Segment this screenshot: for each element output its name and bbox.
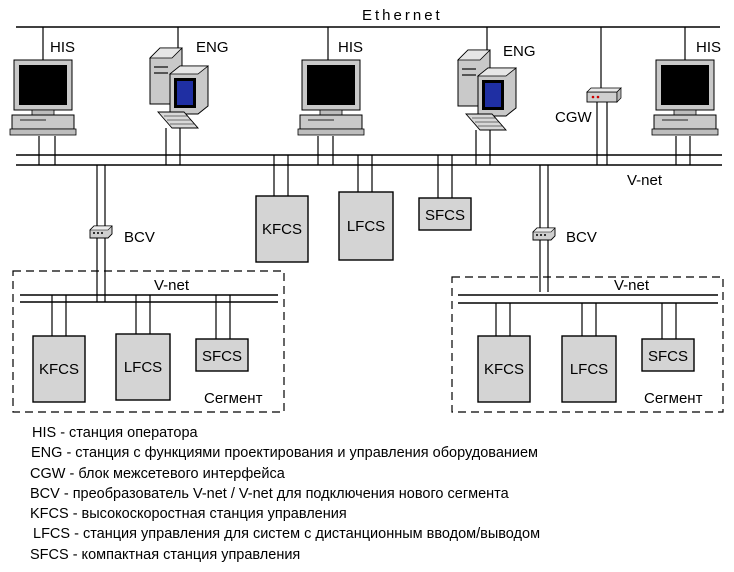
segment-right-label: Сегмент [644, 390, 703, 407]
sfcs-main-label: SFCS [425, 207, 465, 224]
left-controller-drops [51, 295, 231, 339]
his1-label: HIS [50, 39, 75, 56]
sfcs-left-box [195, 338, 249, 372]
legend-item-sfcs: SFCS - компактная станция управления [30, 546, 301, 563]
legend-item-his: HIS - станция оператора [32, 425, 198, 441]
eng1-workstation-icon [149, 47, 209, 129]
vnet-main-label: V-net [627, 172, 663, 189]
sfcs-right-label: SFCS [648, 348, 688, 365]
lfcs-left-label: LFCS [124, 359, 162, 376]
his1-computer-icon [9, 59, 77, 136]
main-controller-drops [273, 155, 453, 198]
legend-item-bcv: BCV - преобразователь V-net / V-net для … [30, 485, 509, 502]
kfcs-left-label: KFCS [39, 361, 79, 378]
eng1-label: ENG [196, 39, 229, 56]
lfcs-main-box [338, 191, 394, 261]
segment-left-boundary [12, 270, 285, 413]
his2-computer-icon [297, 59, 365, 136]
station-vnet-drops [38, 102, 691, 165]
eng2-label: ENG [503, 43, 536, 60]
segment-right-boundary [451, 276, 724, 413]
lfcs-main-label: LFCS [347, 218, 385, 235]
bcv-left-converter-icon [89, 225, 113, 239]
sfcs-left-label: SFCS [202, 348, 242, 365]
legend: HIS - станция оператора ENG - станция с … [30, 423, 730, 565]
ethernet-label: Ethernet [362, 7, 443, 24]
bcv-right-converter-icon [532, 227, 556, 241]
legend-item-eng: ENG - станция с функциями проектирования… [31, 445, 539, 462]
lfcs-right-box [561, 335, 617, 403]
kfcs-right-box [477, 335, 531, 403]
bcv-right-label: BCV [566, 229, 597, 246]
bcv-left-label: BCV [124, 229, 155, 246]
kfcs-main-label: KFCS [262, 221, 302, 238]
his3-computer-icon [651, 59, 719, 136]
his2-label: HIS [338, 39, 363, 56]
right-controller-drops [495, 303, 677, 339]
his3-label: HIS [696, 39, 721, 56]
lfcs-right-label: LFCS [570, 361, 608, 378]
segment-left-label: Сегмент [204, 390, 263, 407]
kfcs-left-box [32, 335, 86, 403]
legend-item-cgw: CGW - блок межсетевого интерфейса [30, 465, 285, 482]
cgw-router-icon [586, 87, 622, 103]
legend-item-kfcs: KFCS - высокоскоростная станция управлен… [30, 506, 347, 523]
kfcs-right-label: KFCS [484, 361, 524, 378]
vnet-left-label: V-net [154, 277, 190, 294]
vnet-right-label: V-net [614, 277, 650, 294]
eng2-workstation-icon [457, 49, 517, 131]
sfcs-main-box [418, 197, 472, 231]
kfcs-main-box [255, 195, 309, 263]
sfcs-right-box [641, 338, 695, 372]
lfcs-left-box [115, 333, 171, 401]
cgw-label: CGW [555, 109, 593, 126]
legend-item-lfcs: LFCS - станция управления для систем с д… [33, 526, 541, 543]
